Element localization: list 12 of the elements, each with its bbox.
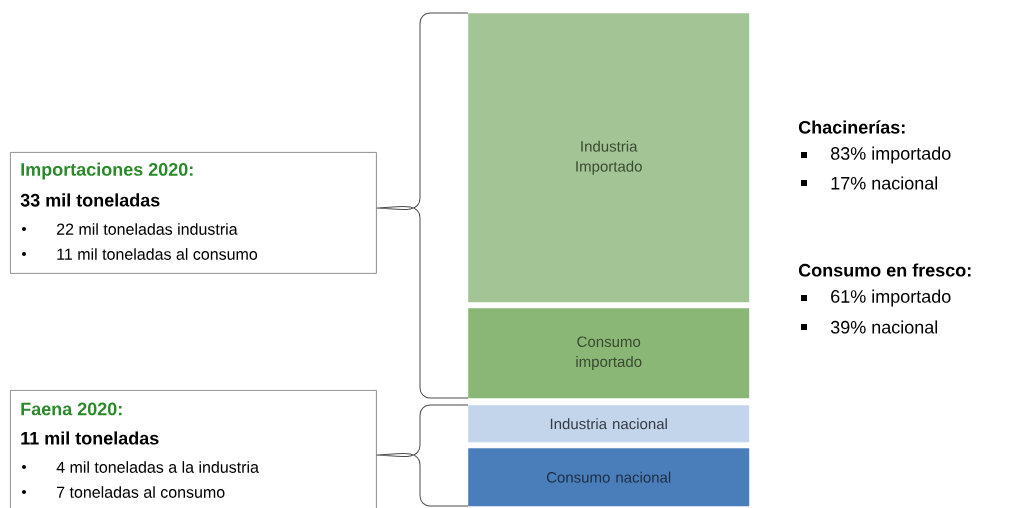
info-box: Faena 2020: 11 mil toneladas 4 mil toneladas a la industria 7 toneladas al consumo <box>10 390 377 508</box>
list-item: 83% importado <box>831 146 951 164</box>
list-item: 61% importado <box>831 289 951 307</box>
stacked-block: Industria Importado <box>468 13 750 303</box>
stacked-block: Consumo nacional <box>468 448 750 507</box>
list-item: 39% nacional <box>830 320 938 334</box>
list-item: 17% nacional <box>831 176 938 190</box>
stacked-block: Industria nacional <box>468 405 750 443</box>
stacked-block: Consumo importado <box>468 308 750 399</box>
list-heading: Consumo en fresco: <box>798 263 971 277</box>
list-heading: Chacinerías: <box>798 120 905 134</box>
info-box: Importaciones 2020: 33 mil toneladas 22 mil toneladas industria 11 mil toneladas al consumo <box>10 152 377 274</box>
